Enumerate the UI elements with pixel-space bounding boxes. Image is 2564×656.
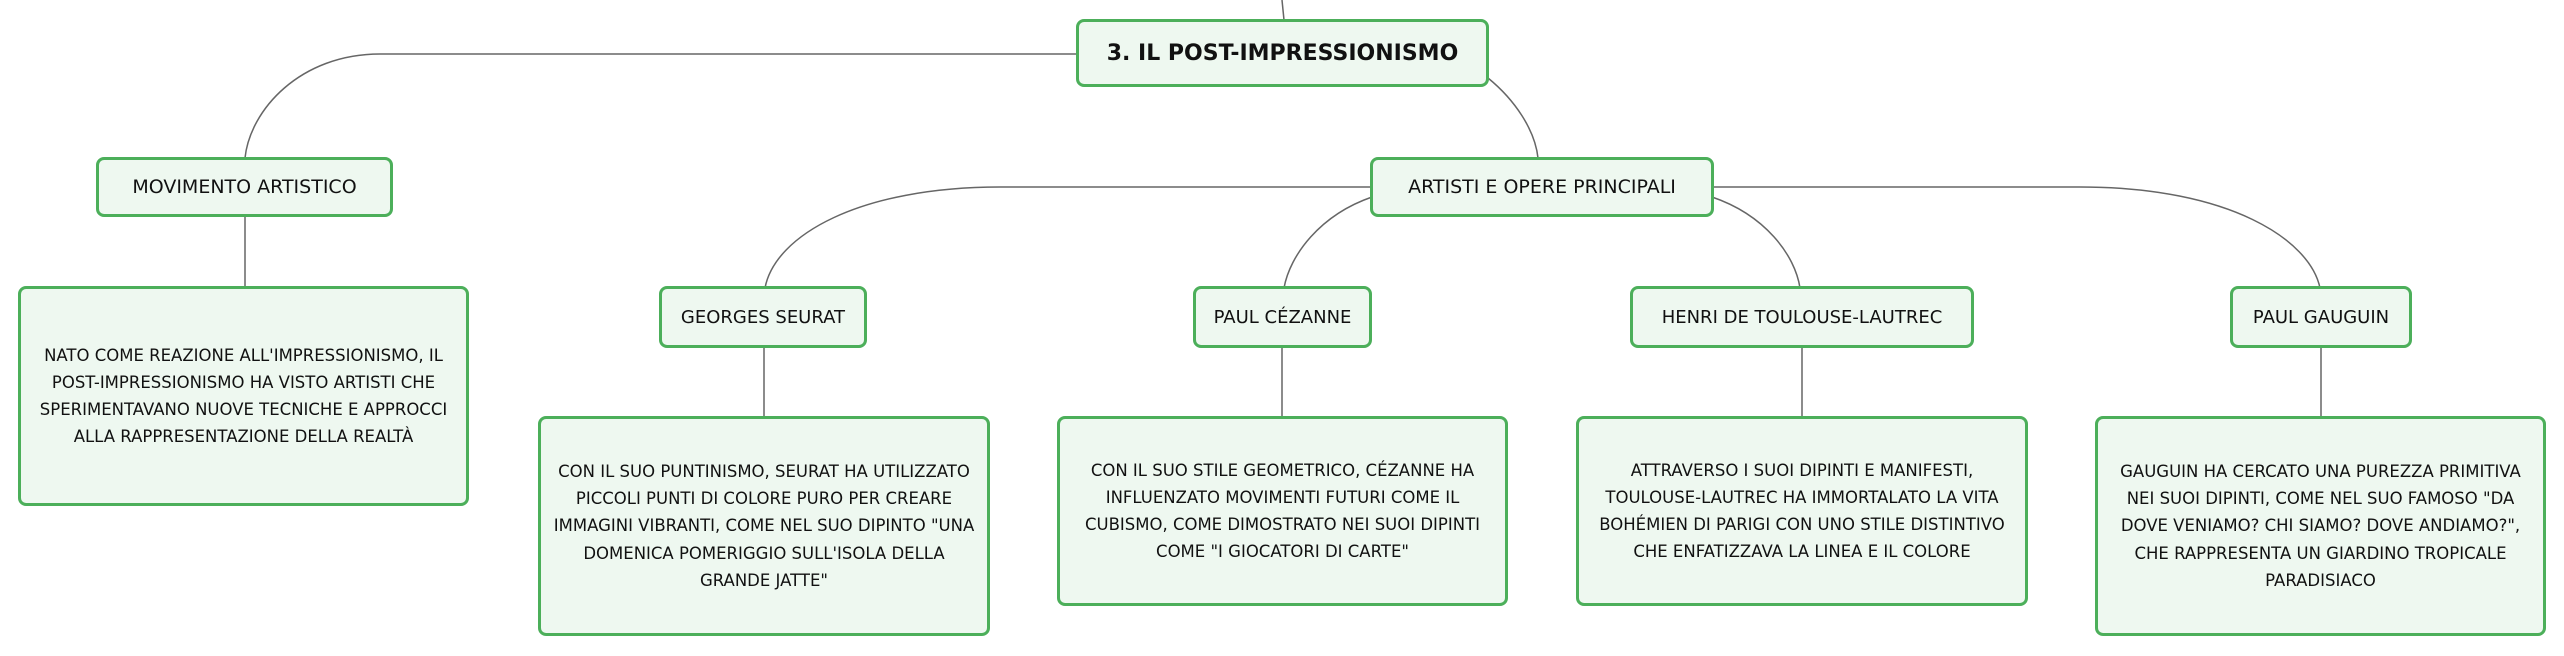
branch-movimento-artistico[interactable]: MOVIMENTO ARTISTICO bbox=[96, 157, 393, 217]
description-georges-seurat[interactable]: CON IL SUO PUNTINISMO, SEURAT HA UTILIZZ… bbox=[538, 416, 990, 636]
description-text: CON IL SUO PUNTINISMO, SEURAT HA UTILIZZ… bbox=[553, 461, 975, 590]
topic-label: PAUL CÉZANNE bbox=[1213, 306, 1352, 328]
branch-label: MOVIMENTO ARTISTICO bbox=[132, 176, 357, 198]
topic-paul-gauguin[interactable]: PAUL GAUGUIN bbox=[2230, 286, 2412, 348]
branch-label: ARTISTI E OPERE PRINCIPALI bbox=[1408, 176, 1676, 198]
root-node[interactable]: 3. IL POST-IMPRESSIONISMO bbox=[1076, 19, 1489, 87]
description-henri-de-toulouse-lautrec[interactable]: ATTRAVERSO I SUOI DIPINTI E MANIFESTI, T… bbox=[1576, 416, 2028, 606]
root-label: 3. IL POST-IMPRESSIONISMO bbox=[1106, 40, 1459, 66]
description-text: NATO COME REAZIONE ALL'IMPRESSIONISMO, I… bbox=[39, 345, 448, 447]
description-movimento-artistico[interactable]: NATO COME REAZIONE ALL'IMPRESSIONISMO, I… bbox=[18, 286, 469, 506]
topic-label: PAUL GAUGUIN bbox=[2252, 306, 2390, 328]
topic-label: GEORGES SEURAT bbox=[680, 306, 846, 328]
description-paul-gauguin[interactable]: GAUGUIN HA CERCATO UNA PUREZZA PRIMITIVA… bbox=[2095, 416, 2546, 636]
description-paul-cezanne[interactable]: CON IL SUO STILE GEOMETRICO, CÉZANNE HA … bbox=[1057, 416, 1508, 606]
description-text: GAUGUIN HA CERCATO UNA PUREZZA PRIMITIVA… bbox=[2120, 461, 2521, 590]
connector-artisti-to-cezanne bbox=[1283, 196, 1373, 289]
topic-georges-seurat[interactable]: GEORGES SEURAT bbox=[659, 286, 867, 348]
connector-artisti-to-seurat bbox=[764, 186, 1372, 289]
description-text: CON IL SUO STILE GEOMETRICO, CÉZANNE HA … bbox=[1084, 460, 1481, 562]
topic-label: HENRI DE TOULOUSE-LAUTREC bbox=[1661, 306, 1943, 328]
connector-root-to-movimento bbox=[244, 53, 1078, 159]
connector-artisti-to-gauguin bbox=[1712, 186, 2321, 289]
description-text: ATTRAVERSO I SUOI DIPINTI E MANIFESTI, T… bbox=[1599, 460, 2005, 562]
connector-root-to-artisti bbox=[1487, 77, 1539, 159]
topic-henri-de-toulouse-lautrec[interactable]: HENRI DE TOULOUSE-LAUTREC bbox=[1630, 286, 1974, 348]
connector-parent-to-root bbox=[1281, 0, 1285, 21]
topic-paul-cezanne[interactable]: PAUL CÉZANNE bbox=[1193, 286, 1372, 348]
branch-artisti-opere[interactable]: ARTISTI E OPERE PRINCIPALI bbox=[1370, 157, 1714, 217]
connector-artisti-to-lautrec bbox=[1711, 196, 1801, 289]
